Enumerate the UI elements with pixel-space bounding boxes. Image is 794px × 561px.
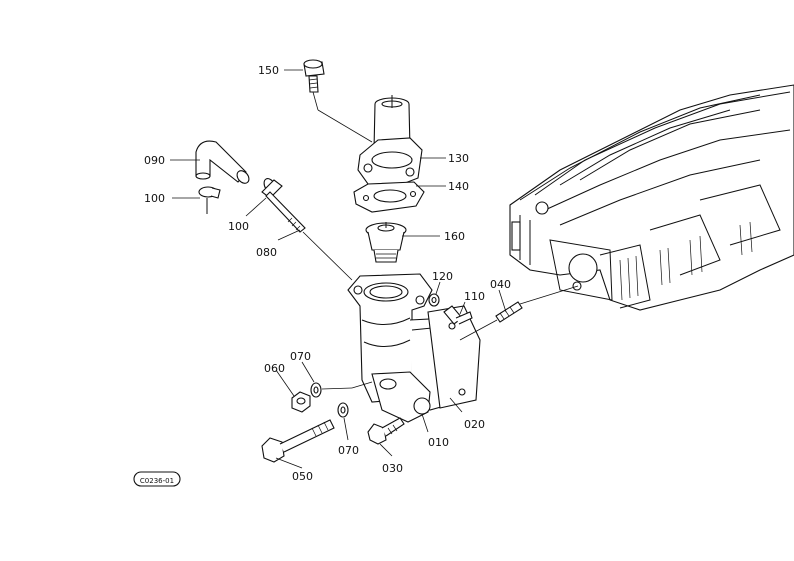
label-110: 110 <box>464 290 485 303</box>
label-100a: 100 <box>144 192 165 205</box>
part-090-hose <box>195 140 250 184</box>
label-040: 040 <box>490 278 511 291</box>
part-100b-clamp <box>261 178 283 199</box>
label-070a: 070 <box>290 350 311 363</box>
part-140-gasket <box>353 181 425 213</box>
label-130: 130 <box>448 152 469 165</box>
label-060: 060 <box>264 362 285 375</box>
leader-lines <box>170 69 507 469</box>
label-100b: 100 <box>228 220 249 233</box>
part-060-nut <box>291 391 311 413</box>
part-020-gasket <box>427 305 481 409</box>
label-160: 160 <box>444 230 465 243</box>
part-100a-clamp <box>198 186 221 214</box>
diagram-code-badge: C0236-01 <box>133 471 181 487</box>
part-110-bolt <box>443 305 473 325</box>
label-150: 150 <box>258 64 279 77</box>
label-080: 080 <box>256 246 277 259</box>
part-160-thermostat <box>365 222 407 263</box>
part-080-pipe <box>265 191 306 233</box>
label-120: 120 <box>432 270 453 283</box>
part-120-washer <box>428 293 440 307</box>
label-050: 050 <box>292 470 313 483</box>
label-070b: 070 <box>338 444 359 457</box>
part-130-thermostat-cover <box>357 95 423 186</box>
label-140: 140 <box>448 180 469 193</box>
engine-block <box>509 84 794 311</box>
part-070b-washer <box>337 402 349 418</box>
part-labels: 150 130 140 090 100 100 080 160 120 110 … <box>144 64 511 483</box>
part-040-stud <box>495 301 523 323</box>
part-070a-washer <box>310 382 322 398</box>
diagram-code: C0236-01 <box>140 477 174 485</box>
part-030-bolt <box>367 417 405 445</box>
label-090: 090 <box>144 154 165 167</box>
label-010: 010 <box>428 436 449 449</box>
part-050-long-bolt <box>261 419 335 463</box>
label-020: 020 <box>464 418 485 431</box>
label-030: 030 <box>382 462 403 475</box>
part-150-bolt <box>303 59 325 93</box>
